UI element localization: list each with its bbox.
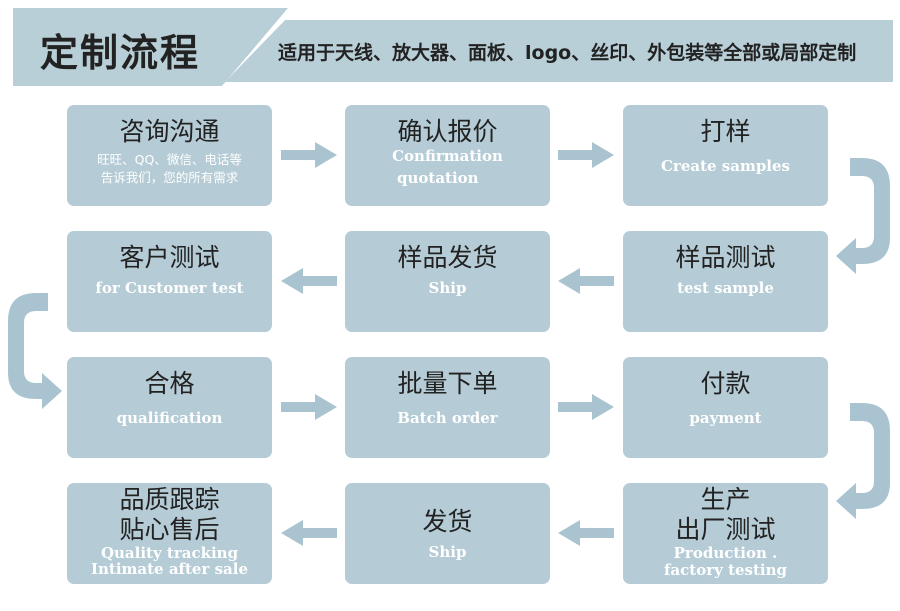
curved-arrow-icon <box>836 403 890 519</box>
step-text: Ship <box>428 543 467 561</box>
step-quotation: 确认报价 Confirmation quotation <box>345 105 550 206</box>
subtitle-band <box>225 20 893 82</box>
step-text: 合格 <box>144 369 195 398</box>
step-text: 批量下单 <box>397 369 498 398</box>
step-text: 打样 <box>700 117 751 146</box>
step-text: payment <box>689 409 762 427</box>
step-text: 发货 <box>422 507 473 536</box>
page-title: 定制流程 <box>40 31 201 75</box>
step-text: Create samples <box>660 157 790 175</box>
step-test-sample: 样品测试 test sample <box>623 231 828 332</box>
step-customer-test: 客户测试 for Customer test <box>67 231 272 332</box>
arrow-right-icon <box>558 142 614 168</box>
step-samples: 打样 Create samples <box>623 105 828 206</box>
step-text: qualification <box>116 409 223 427</box>
step-text: 品质跟踪 贴心售后 <box>119 485 220 544</box>
step-qualification: 合格 qualification <box>67 357 272 458</box>
step-text: test sample <box>677 279 774 297</box>
arrow-right-icon <box>281 142 337 168</box>
step-consult: 咨询沟通 旺旺、QQ、微信、电话等告诉我们，您的所有需求 <box>67 105 272 206</box>
step-ship: 发货 Ship <box>345 483 550 584</box>
page-subtitle: 适用于天线、放大器、面板、logo、丝印、外包装等全部或局部定制 <box>278 42 857 64</box>
step-text: for Customer test <box>95 279 244 297</box>
step-sample-ship: 样品发货 Ship <box>345 231 550 332</box>
step-text: Ship <box>428 279 467 297</box>
arrow-right-icon <box>281 394 337 420</box>
step-text: quotation <box>397 169 479 187</box>
step-text: 样品发货 <box>397 243 498 272</box>
step-text: 样品测试 <box>675 243 776 272</box>
step-text: Batch order <box>397 409 498 427</box>
step-text: 告诉我们，您的所有需求 <box>100 170 239 185</box>
step-text: 旺旺、QQ、微信、电话等 <box>97 152 242 167</box>
arrow-right-icon <box>558 394 614 420</box>
step-text: Intimate after sale <box>90 560 248 578</box>
step-text: 付款 <box>700 369 751 398</box>
step-payment: 付款 payment <box>623 357 828 458</box>
step-text: Quality tracking <box>100 544 239 562</box>
step-text: 生产 出厂测试 <box>675 485 776 544</box>
step-text: Confirmation <box>392 147 503 165</box>
arrow-left-icon <box>558 520 614 546</box>
arrow-left-icon <box>281 268 337 294</box>
arrow-left-icon <box>558 268 614 294</box>
step-text: Production . <box>673 544 778 562</box>
arrow-left-icon <box>281 520 337 546</box>
step-batch-order: 批量下单 Batch order <box>345 357 550 458</box>
curved-arrow-icon <box>8 293 62 409</box>
step-text: 客户测试 <box>119 243 220 272</box>
step-text: 咨询沟通 <box>119 117 220 146</box>
step-text: 确认报价 <box>397 117 498 146</box>
curved-arrow-icon <box>836 158 890 274</box>
step-production: 生产 出厂测试 Production .factory testing <box>623 483 828 584</box>
step-text: factory testing <box>663 561 788 579</box>
